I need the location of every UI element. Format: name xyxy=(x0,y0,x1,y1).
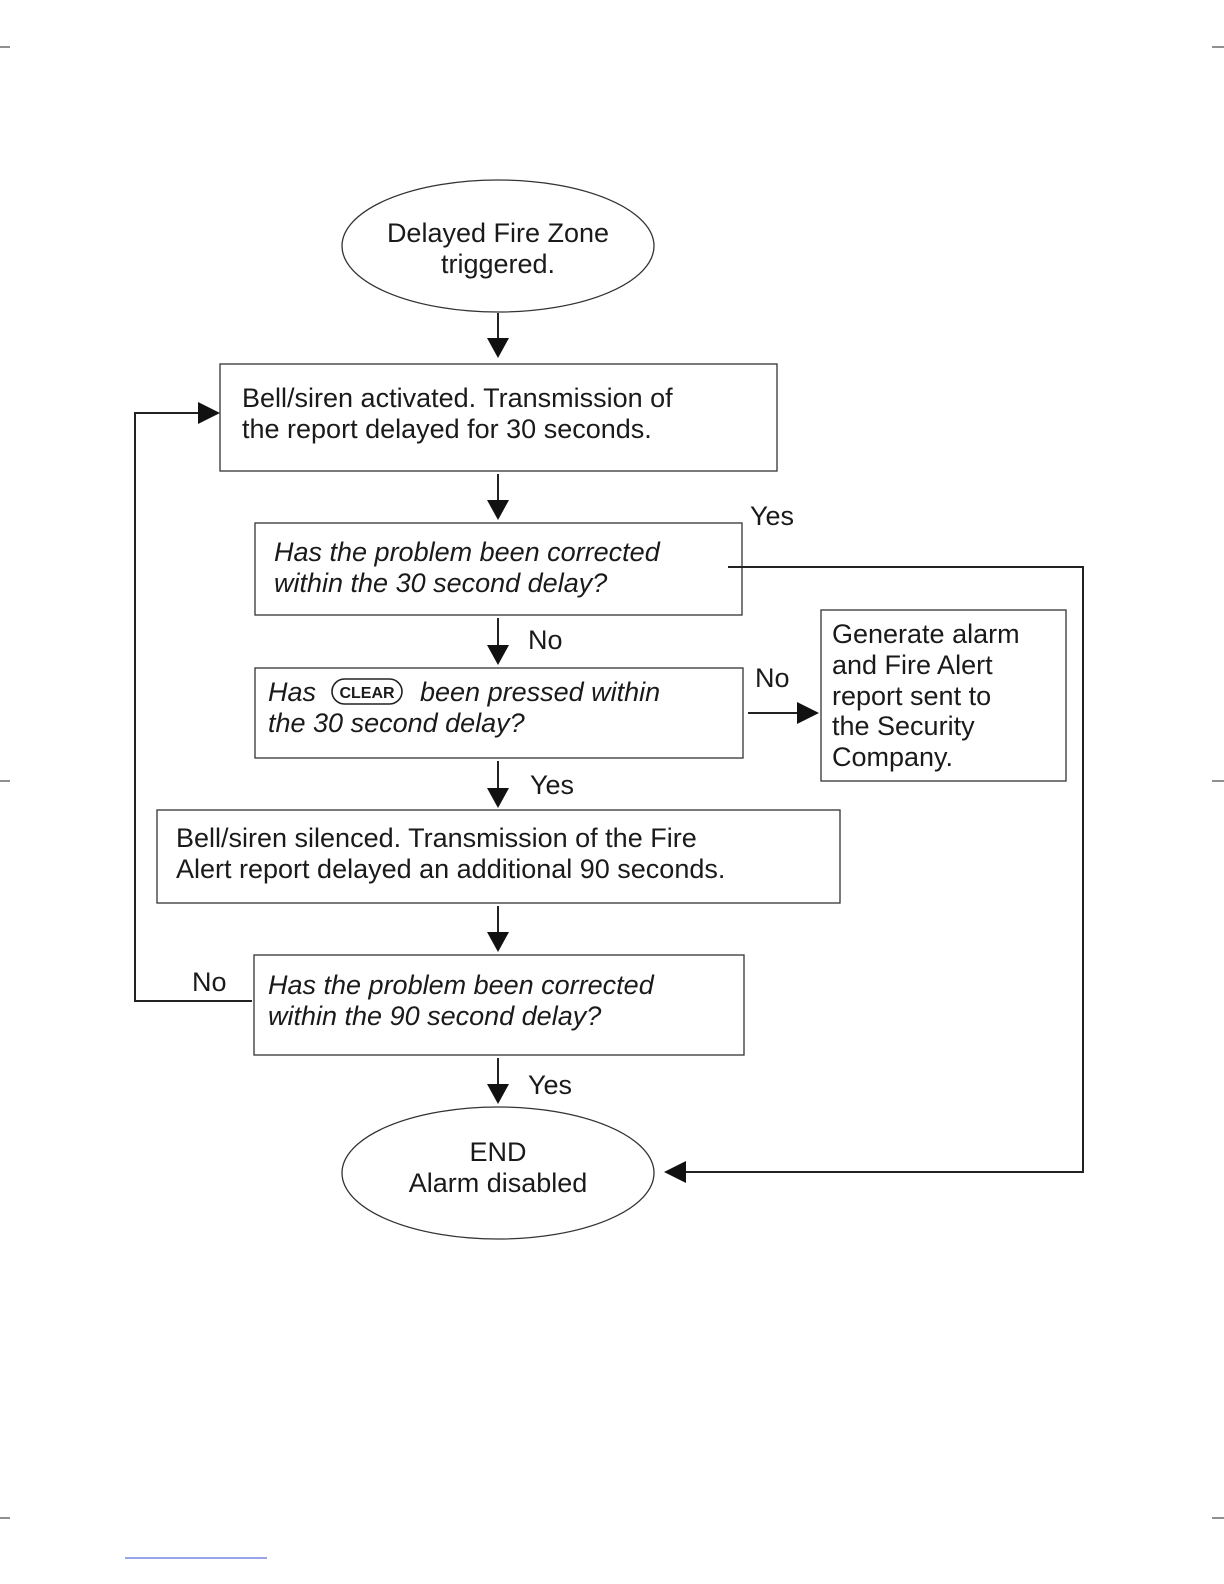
arrow-decision-90-no-loop-back xyxy=(134,402,252,1002)
decision-90-no-label: No xyxy=(192,967,227,997)
start-line-2: triggered. xyxy=(441,249,555,279)
start-terminal: Delayed Fire Zone triggered. xyxy=(341,179,655,313)
decision-90-line-1: Has the problem been corrected xyxy=(268,970,655,1000)
arrow-silenced-to-decision-90 xyxy=(487,906,509,952)
arrow-decision-90-yes xyxy=(487,1058,509,1104)
decision-corrected-30: Has the problem been corrected within th… xyxy=(254,522,743,616)
arrow-decision-30-yes-to-end xyxy=(664,566,1084,1183)
step-bell-siren-silenced: Bell/siren silenced. Transmission of the… xyxy=(156,809,841,904)
arrow-clear-no-to-alarm xyxy=(748,702,819,724)
decision-corrected-90: Has the problem been corrected within th… xyxy=(253,954,745,1056)
activated-line-1: Bell/siren activated. Transmission of xyxy=(242,383,673,413)
alarm-line-5: Company. xyxy=(832,742,953,772)
clear-no-label: No xyxy=(755,663,790,693)
decision-clear-pressed: Has CLEAR been pressed within the 30 sec… xyxy=(254,667,744,759)
end-terminal: END Alarm disabled xyxy=(341,1106,655,1240)
decision-30-yes-label: Yes xyxy=(750,501,794,531)
decision-90-yes-label: Yes xyxy=(528,1070,572,1100)
arrow-activated-to-decision-30 xyxy=(487,474,509,520)
clear-key-icon: CLEAR xyxy=(331,678,403,705)
silenced-line-2: Alert report delayed an additional 90 se… xyxy=(176,854,725,884)
end-line-1: END xyxy=(469,1137,526,1167)
crop-marks xyxy=(0,46,1224,1519)
alarm-line-3: report sent to xyxy=(832,681,991,711)
clear-line-2: the 30 second delay? xyxy=(268,708,525,738)
clear-key-label: CLEAR xyxy=(339,685,395,702)
arrow-start-to-activated xyxy=(487,313,509,358)
clear-yes-label: Yes xyxy=(530,770,574,800)
step-bell-siren-activated: Bell/siren activated. Transmission of th… xyxy=(219,363,778,472)
activated-line-2: the report delayed for 30 seconds. xyxy=(242,414,652,444)
clear-line-1-suffix: been pressed within xyxy=(420,677,660,707)
decision-90-line-2: within the 90 second delay? xyxy=(268,1001,601,1031)
decision-30-line-1: Has the problem been corrected xyxy=(274,537,661,567)
arrow-decision-30-no xyxy=(487,618,509,665)
start-line-1: Delayed Fire Zone xyxy=(387,218,609,248)
decision-30-line-2: within the 30 second delay? xyxy=(274,568,607,598)
arrow-clear-yes xyxy=(487,761,509,808)
alarm-line-2: and Fire Alert xyxy=(832,650,993,680)
end-line-2: Alarm disabled xyxy=(409,1168,588,1198)
silenced-line-1: Bell/siren silenced. Transmission of the… xyxy=(176,823,697,853)
step-generate-alarm-report: Generate alarm and Fire Alert report sen… xyxy=(820,609,1067,782)
alarm-line-4: the Security xyxy=(832,711,975,741)
decision-30-no-label: No xyxy=(528,625,563,655)
clear-line-1-prefix: Has xyxy=(268,677,316,707)
alarm-line-1: Generate alarm xyxy=(832,619,1020,649)
